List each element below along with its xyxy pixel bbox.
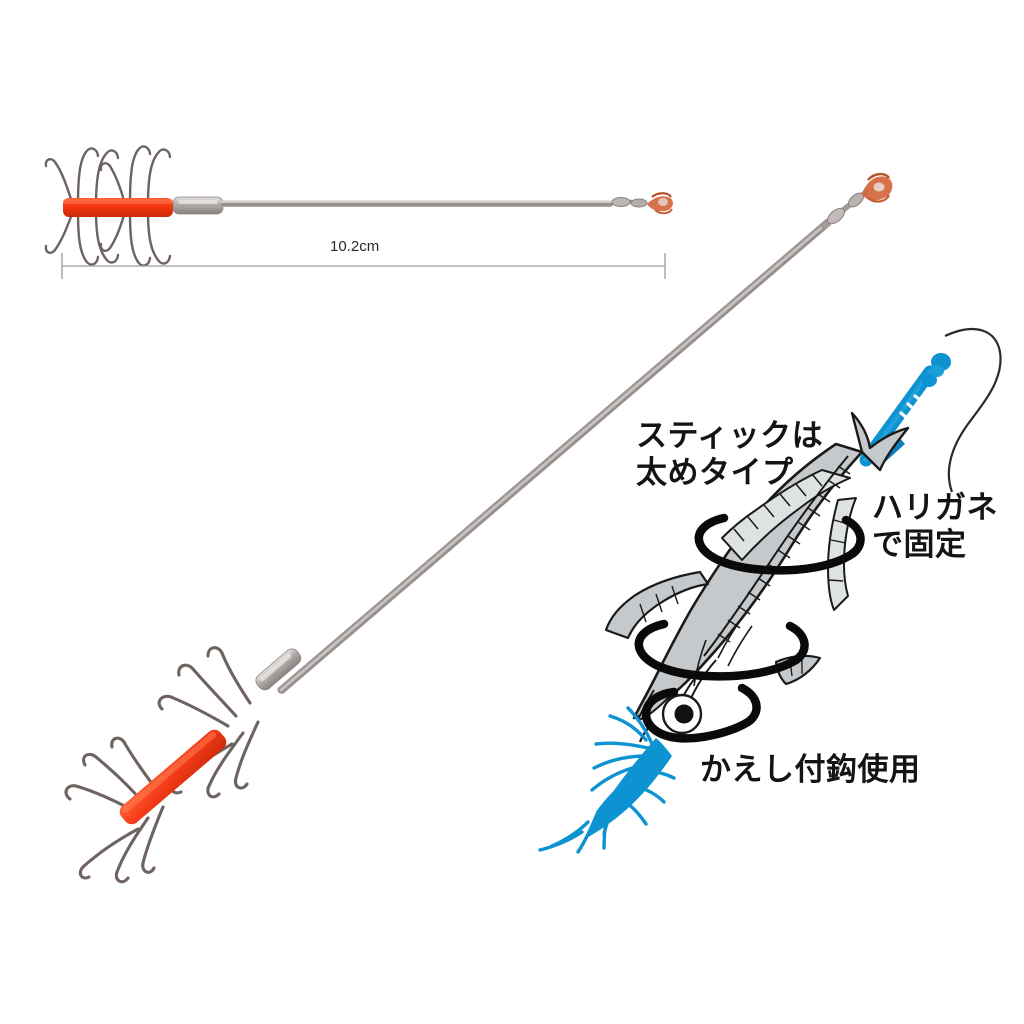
diagonal-rig-sleeve [255, 648, 302, 691]
diagonal-rig-hooks [64, 646, 260, 884]
top-rig-end-clip [647, 192, 673, 215]
annotation-wire-fixed: ハリガネ で固定 [872, 490, 998, 563]
wire-loop-middle [634, 619, 809, 681]
top-rig-swivel [611, 197, 648, 208]
annotation-barbed-hook: かえし付鈎使用 [700, 752, 921, 788]
dimension-label: 10.2cm [330, 238, 380, 255]
wire-loop-head [641, 683, 761, 743]
fishing-line [944, 327, 1002, 493]
top-rig-hooks [44, 145, 172, 267]
diagonal-rig-red-body [119, 729, 227, 825]
blue-feather-lure [538, 706, 676, 854]
diagonal-rig-end-clip [862, 172, 893, 203]
fish-pupil [674, 704, 694, 724]
fish-illustration [604, 411, 910, 743]
annotation-stick-thick: スティックは 太めタイプ [636, 418, 824, 491]
diagonal-shaft [277, 218, 832, 694]
wire-bindings [634, 513, 865, 743]
wire-loop-tail [694, 513, 865, 575]
